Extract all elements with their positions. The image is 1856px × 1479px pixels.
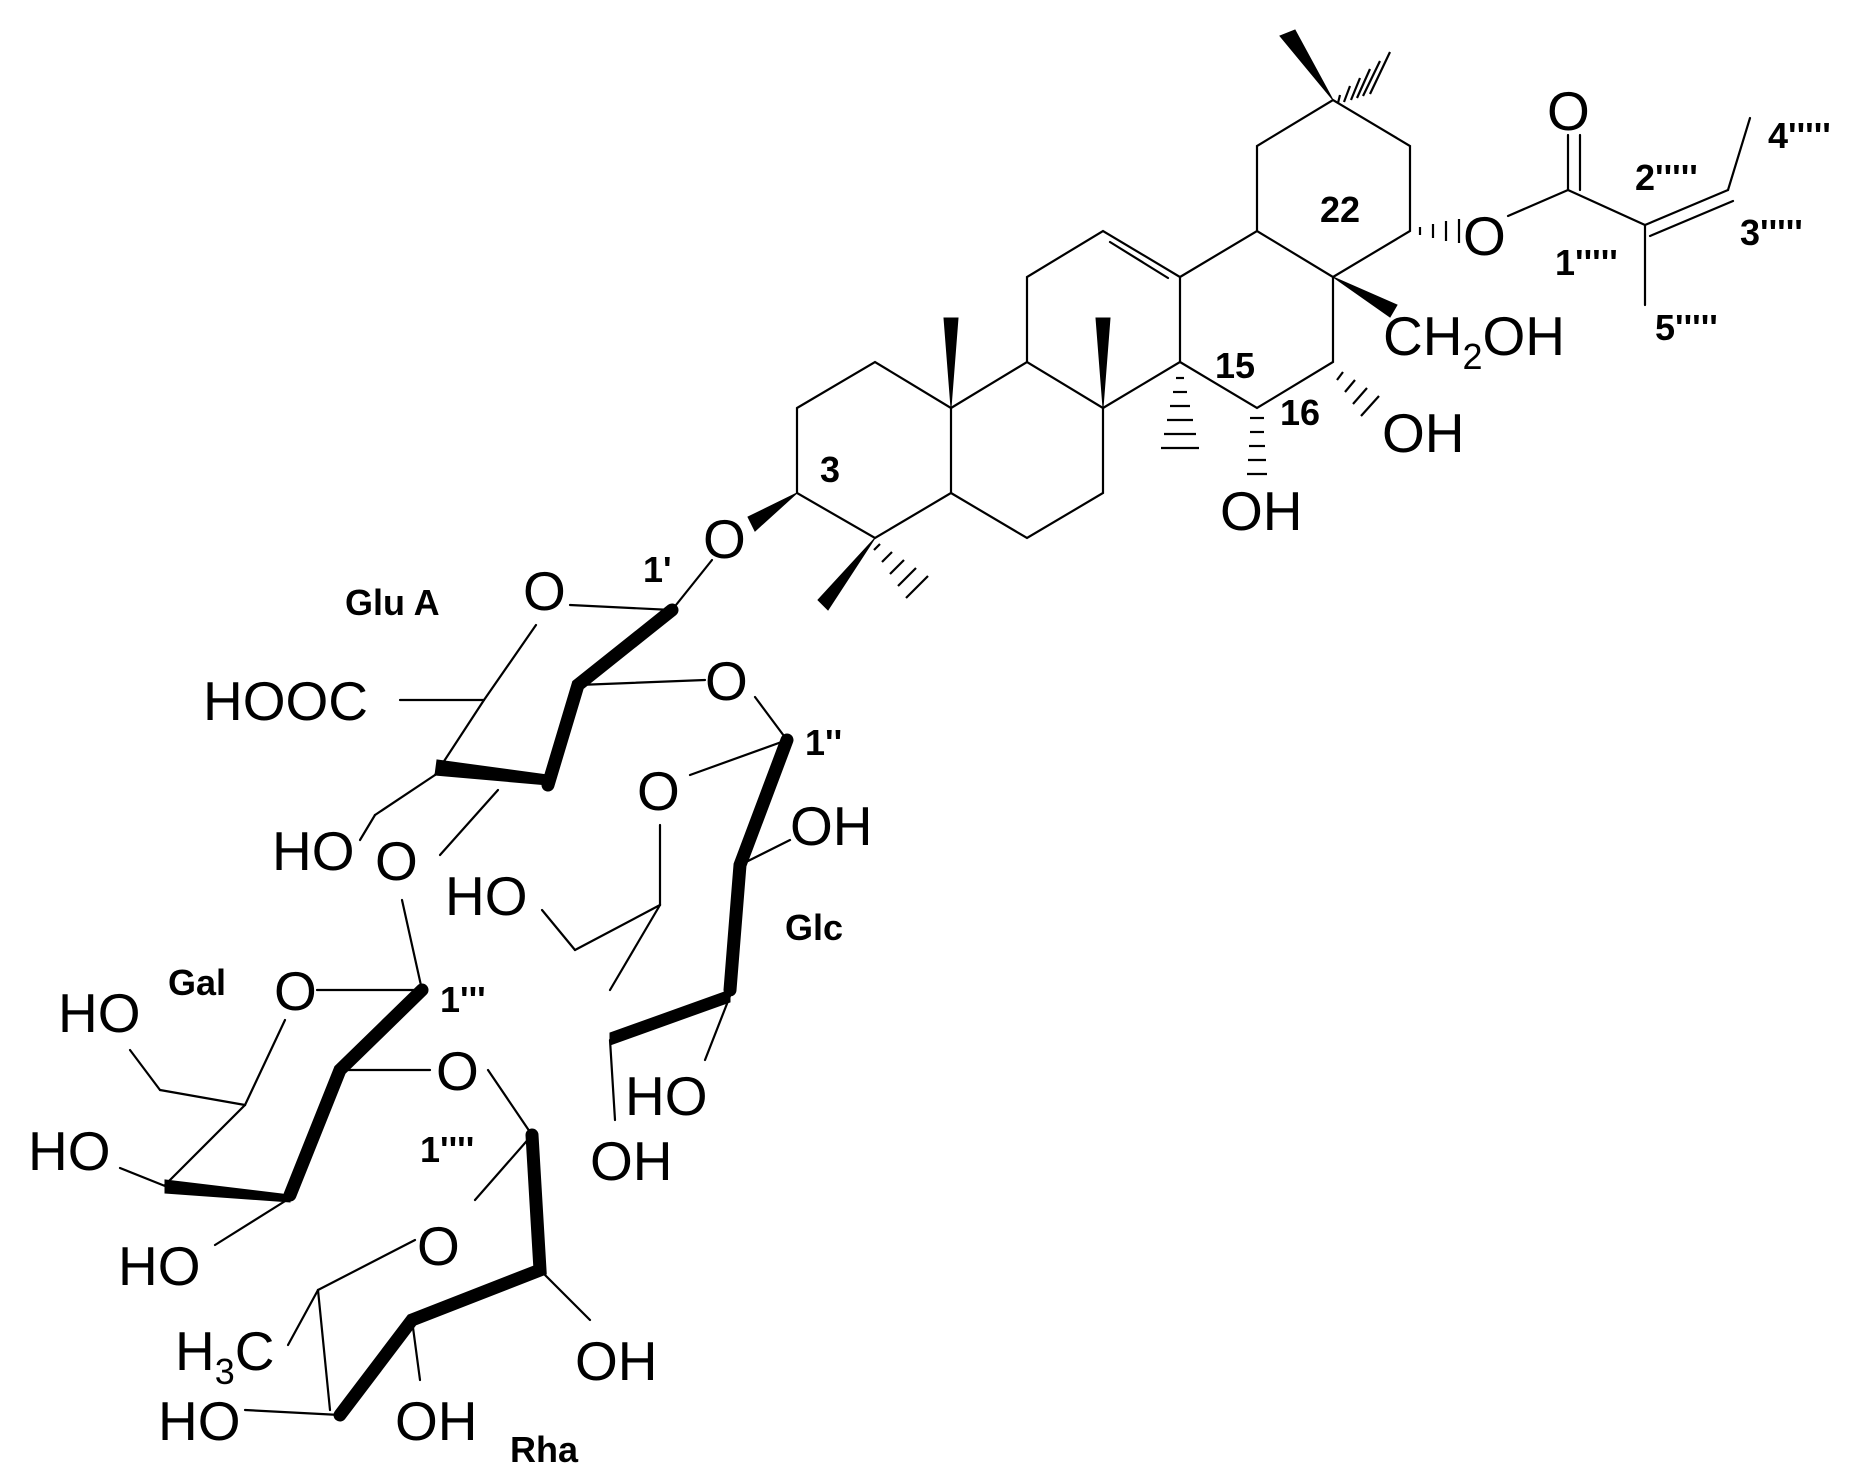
sugar-bonds — [118, 558, 794, 1422]
label-c22: 22 — [1320, 189, 1360, 230]
atom-glua-ho: HO — [272, 820, 355, 882]
label-ester-c3: 3''''' — [1740, 212, 1803, 253]
label-ester-c1: 1''''' — [1555, 242, 1618, 283]
atom-c15-oh: OH — [1220, 480, 1303, 542]
label-c16: 16 — [1280, 392, 1320, 433]
label-sugar-glua: Glu A — [345, 582, 440, 623]
label-ester-c2: 2''''' — [1635, 157, 1698, 198]
atom-gal-ho-4: HO — [28, 1120, 111, 1182]
position-labels: 3 15 16 22 1''''' 2''''' 3''''' 4''''' 5… — [168, 115, 1831, 1470]
atom-c16-oh: OH — [1382, 402, 1465, 464]
label-c15: 15 — [1215, 345, 1255, 386]
atom-gal-ho-6: HO — [58, 982, 141, 1044]
atom-rha-oh-2: OH — [575, 1330, 658, 1392]
label-rha-anomeric: 1'''' — [420, 1129, 474, 1170]
atom-glc-oh-3: OH — [590, 1130, 673, 1192]
atom-glua-glc-o: O — [705, 650, 748, 712]
atom-glc-ho-4: HO — [625, 1065, 708, 1127]
atom-gal-ho-3: HO — [118, 1235, 201, 1297]
label-glua-anomeric: 1' — [643, 549, 672, 590]
atom-gal-ring-o: O — [274, 960, 317, 1022]
label-ester-c5: 5''''' — [1655, 307, 1718, 348]
atom-ester-o: O — [1463, 205, 1506, 267]
label-sugar-glc: Glc — [785, 907, 843, 948]
atom-ch2oh: CH2OH — [1383, 305, 1565, 377]
atom-glua-gal-o: O — [375, 830, 418, 892]
label-glc-anomeric: 1'' — [805, 722, 842, 763]
label-gal-anomeric: 1''' — [440, 979, 486, 1020]
atom-c3-o: O — [703, 508, 746, 570]
atom-glua-hooc: HOOC — [203, 670, 368, 732]
atom-glua-ring-o: O — [523, 560, 566, 622]
atom-rha-ring-o: O — [417, 1215, 460, 1277]
atom-gal-rha-o: O — [436, 1040, 479, 1102]
atom-carbonyl-o: O — [1547, 80, 1590, 142]
label-c3: 3 — [820, 449, 840, 490]
atom-rha-oh-3: OH — [395, 1390, 478, 1452]
label-sugar-rha: Rha — [510, 1429, 579, 1470]
atom-labels: O O CH2OH OH OH O O HOOC O HO O O OH HO … — [28, 80, 1590, 1452]
atom-glc-ring-o: O — [637, 760, 680, 822]
atom-glc-ho-6: HO — [445, 865, 528, 927]
label-ester-c4: 4''''' — [1768, 115, 1831, 156]
atom-rha-ho-4: HO — [158, 1390, 241, 1452]
atom-glc-oh-2: OH — [790, 795, 873, 857]
aglycone-bonds — [747, 29, 1752, 611]
label-sugar-gal: Gal — [168, 962, 226, 1003]
atom-rha-h3c: H3C — [175, 1320, 275, 1392]
